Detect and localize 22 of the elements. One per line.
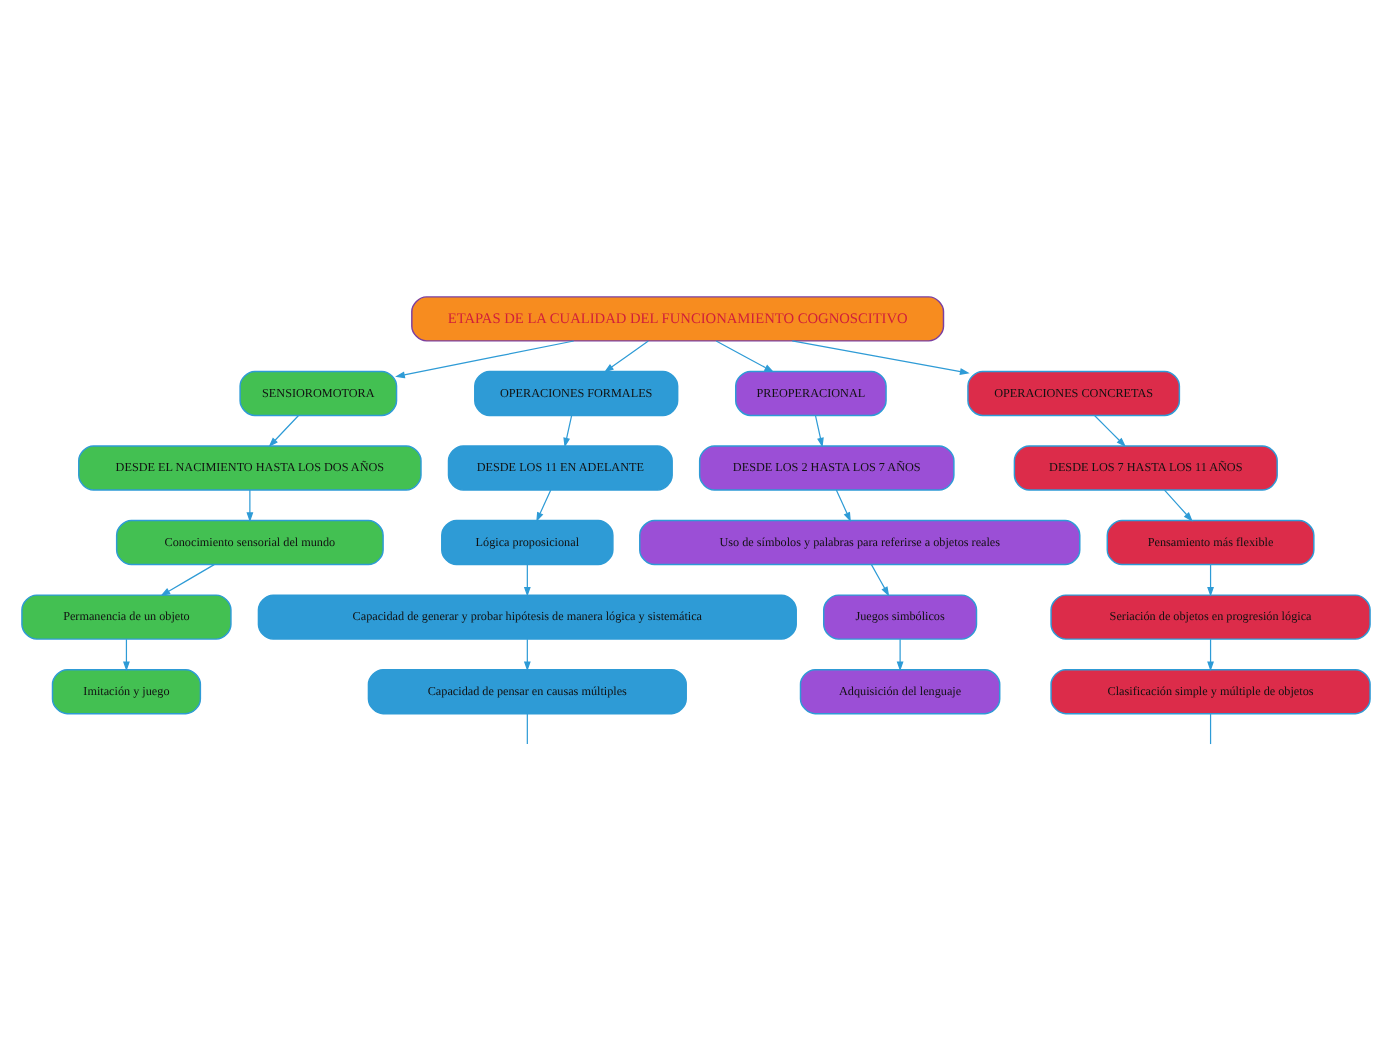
arrow bbox=[1093, 413, 1127, 447]
arrow bbox=[563, 413, 573, 447]
arrow bbox=[268, 413, 300, 447]
arrow bbox=[536, 488, 552, 521]
arrow bbox=[896, 637, 904, 671]
connector bbox=[1209, 712, 1212, 744]
arrow bbox=[395, 339, 575, 378]
arrow bbox=[814, 413, 824, 447]
arrow bbox=[1207, 637, 1214, 671]
arrow bbox=[1163, 488, 1193, 521]
arrow bbox=[123, 637, 130, 671]
arrow bbox=[715, 339, 775, 372]
arrow bbox=[523, 563, 531, 596]
arrow bbox=[791, 339, 970, 374]
arrow bbox=[160, 563, 215, 595]
connector bbox=[526, 712, 528, 744]
arrow bbox=[870, 563, 890, 596]
arrow bbox=[1207, 563, 1214, 596]
arrow bbox=[246, 488, 254, 522]
arrow bbox=[523, 637, 531, 671]
arrow bbox=[604, 339, 649, 372]
arrow bbox=[835, 488, 851, 521]
